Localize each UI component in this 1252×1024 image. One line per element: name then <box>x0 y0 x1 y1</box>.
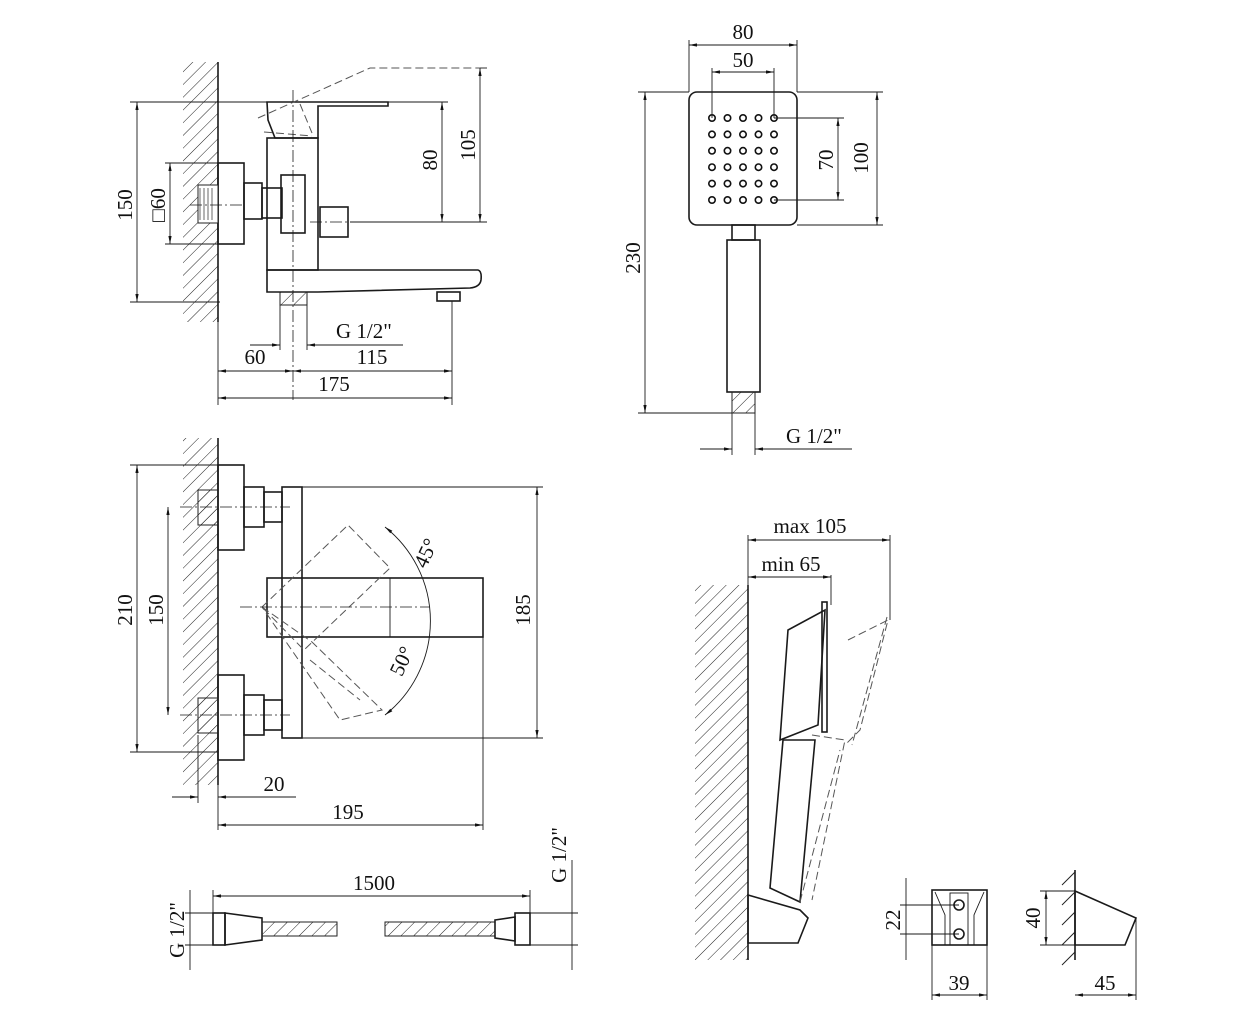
dim-holes-22: 22 <box>881 910 905 931</box>
dim-reach-195: 195 <box>332 800 364 824</box>
nozzle <box>723 114 732 123</box>
nozzle <box>769 163 778 172</box>
handle-side <box>769 739 816 904</box>
nozzle <box>723 196 732 205</box>
lever-handle <box>266 101 389 139</box>
aerator <box>436 291 461 302</box>
mixer-plate <box>281 486 303 739</box>
nozzle <box>707 179 716 188</box>
shower-head <box>688 91 798 226</box>
dim-lever-105: 105 <box>456 129 480 161</box>
faucet-side-view: 150 □60 80 105 G 1/2" 60 115 175 <box>113 62 487 405</box>
nozzle <box>754 163 763 172</box>
faucet-top-view: 45° 50° 210 150 185 20 195 <box>113 438 543 830</box>
nozzle <box>723 130 732 139</box>
shower-handle <box>726 239 761 393</box>
nozzle <box>738 146 747 155</box>
hand-shower-view: 80 50 70 100 230 G 1/2" <box>621 20 883 455</box>
nozzle-grid <box>707 114 778 205</box>
spout <box>266 269 482 293</box>
angle-45: 45° <box>409 535 443 572</box>
nozzle <box>738 114 747 123</box>
dim-nozzle-70: 70 <box>814 150 838 171</box>
nozzle <box>754 114 763 123</box>
dim-min-65: min 65 <box>762 552 821 576</box>
dim-head-80: 80 <box>733 20 754 44</box>
holder-side <box>1074 889 1138 946</box>
dim-eccentric-20: 20 <box>264 772 285 796</box>
dim-reach-115: 115 <box>357 345 388 369</box>
dim-flange-60: □60 <box>146 188 170 222</box>
angle-50: 50° <box>385 643 419 680</box>
mixer-body <box>266 137 319 271</box>
dim-head-100: 100 <box>849 142 873 174</box>
nut <box>243 182 263 220</box>
nozzle <box>707 130 716 139</box>
dim-height-40: 40 <box>1021 908 1045 929</box>
nozzle <box>754 179 763 188</box>
nozzle <box>723 179 732 188</box>
dim-width-39: 39 <box>949 971 970 995</box>
dim-offset-60: 60 <box>245 345 266 369</box>
dim-hose-1500: 1500 <box>353 871 395 895</box>
nozzle <box>707 146 716 155</box>
nozzle <box>738 179 747 188</box>
lever-top <box>266 577 484 638</box>
dim-hose-thread-left: G 1/2" <box>165 902 189 958</box>
nozzle <box>754 130 763 139</box>
nozzle <box>769 146 778 155</box>
dim-lever-80: 80 <box>418 150 442 171</box>
dim-length-230: 230 <box>621 242 645 274</box>
dim-span-210: 210 <box>113 594 137 626</box>
nozzle <box>738 163 747 172</box>
dim-nozzle-50: 50 <box>733 48 754 72</box>
dim-thread-g12: G 1/2" <box>336 319 392 343</box>
holder-front <box>931 889 988 946</box>
nozzle <box>707 163 716 172</box>
shower-holder-view: max 105 min 65 22 39 40 45 <box>695 514 1138 1000</box>
nozzle <box>754 146 763 155</box>
holder-bracket <box>747 893 809 944</box>
head-side <box>779 608 826 742</box>
flange <box>217 162 245 245</box>
nozzle <box>723 163 732 172</box>
dim-hose-thread-right: G 1/2" <box>547 827 571 883</box>
dim-centers-150: 150 <box>144 594 168 626</box>
nozzle <box>738 130 747 139</box>
nozzle <box>754 196 763 205</box>
nozzle <box>738 196 747 205</box>
shower-hose: 1500 G 1/2" G 1/2" <box>165 827 578 970</box>
dim-shower-thread: G 1/2" <box>786 424 842 448</box>
nozzle <box>769 179 778 188</box>
dim-depth-175: 175 <box>318 372 350 396</box>
dim-depth-45: 45 <box>1095 971 1116 995</box>
nozzle <box>723 146 732 155</box>
nozzle <box>769 130 778 139</box>
nozzle <box>707 196 716 205</box>
dim-body-185: 185 <box>511 594 535 626</box>
dim-height-150: 150 <box>113 189 137 221</box>
dim-max-105: max 105 <box>774 514 847 538</box>
